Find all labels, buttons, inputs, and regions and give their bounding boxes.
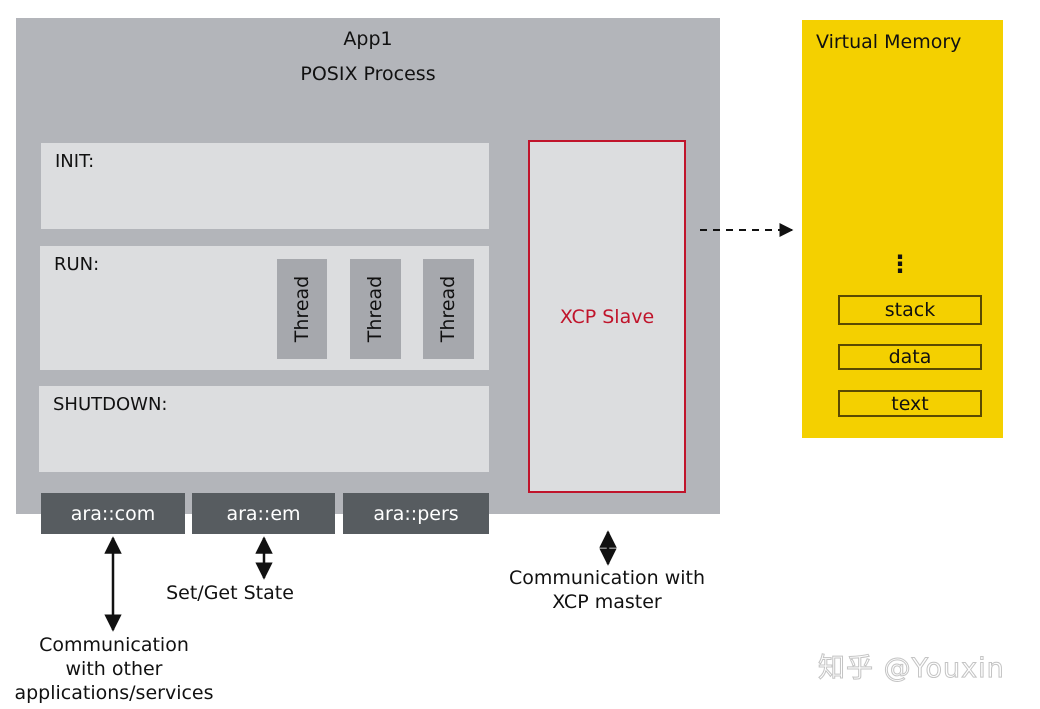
- caption-com: Communication with other applications/se…: [0, 633, 228, 705]
- ara-em-box: ara::em: [192, 493, 335, 534]
- vm-segment-data: data: [838, 344, 982, 370]
- vm-segment-text: text: [838, 390, 982, 417]
- run-label: RUN:: [54, 254, 100, 275]
- shutdown-phase-box: SHUTDOWN:: [39, 386, 489, 472]
- caption-xcp: Communication with XCP master: [490, 566, 724, 614]
- xcp-slave-label: XCP Slave: [559, 305, 655, 328]
- xcp-slave-box: XCP Slave: [528, 140, 686, 493]
- run-phase-box: RUN:: [40, 246, 489, 370]
- app-title: App1: [343, 28, 393, 50]
- caption-em: Set/Get State: [166, 582, 294, 604]
- shutdown-label: SHUTDOWN:: [53, 394, 168, 415]
- caption-xcp-line: XCP master: [552, 591, 662, 613]
- caption-com-line: with other: [65, 658, 163, 680]
- ara-com-box: ara::com: [41, 493, 185, 534]
- ellipsis-icon: ⋮: [888, 250, 912, 278]
- thread-box-1: Thread: [277, 259, 327, 359]
- process-title: POSIX Process: [300, 63, 436, 85]
- vm-segment-stack: stack: [838, 295, 982, 325]
- thread-box-3: Thread: [423, 259, 474, 359]
- caption-xcp-line: Communication with: [508, 567, 706, 589]
- init-label: INIT:: [55, 151, 95, 172]
- caption-com-line: applications/services: [14, 682, 214, 704]
- caption-com-line: Communication: [39, 634, 189, 656]
- init-phase-box: INIT:: [41, 143, 489, 229]
- ara-pers-box: ara::pers: [343, 493, 489, 534]
- thread-box-2: Thread: [350, 259, 401, 359]
- virtual-memory-title: Virtual Memory: [816, 31, 962, 53]
- watermark: 知乎 @Youxin: [818, 653, 1005, 685]
